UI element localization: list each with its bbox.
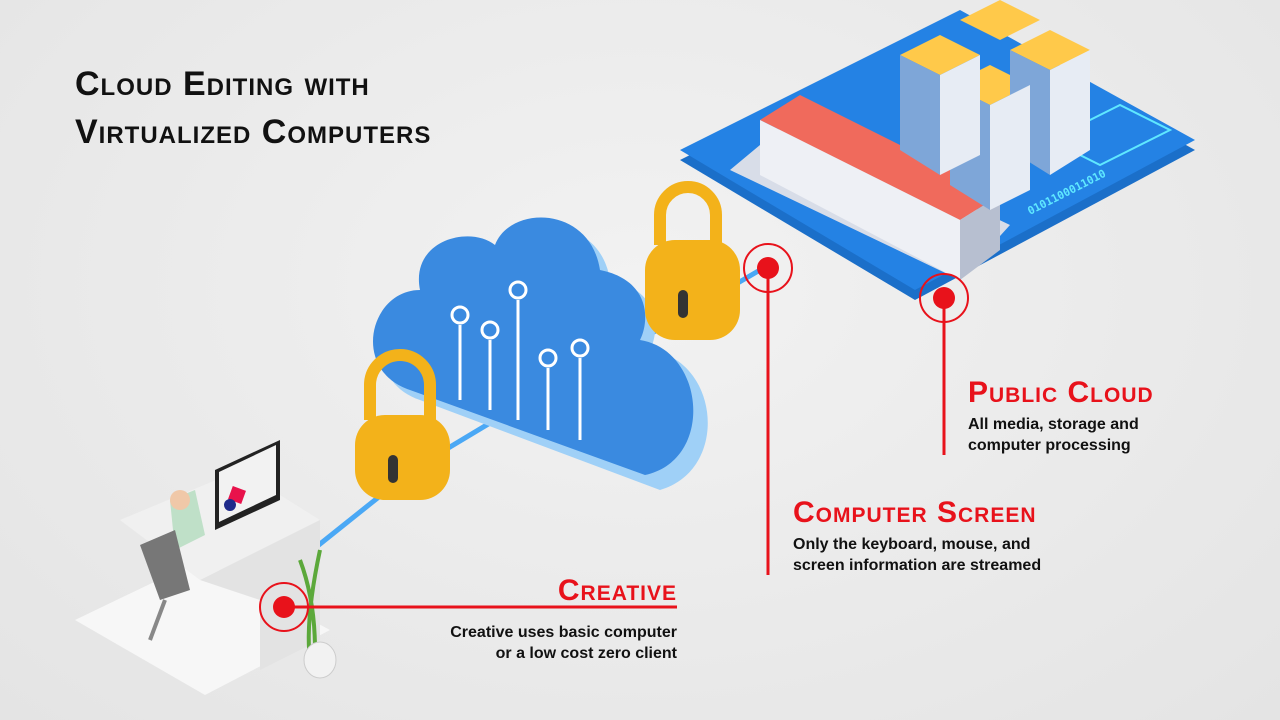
public-cloud-label: Public Cloud All media, storage and comp… xyxy=(968,376,1154,456)
lock-icon xyxy=(355,349,450,500)
cloud-illustration xyxy=(372,217,708,490)
creative-desc-2: or a low cost zero client xyxy=(495,645,677,662)
datacenter-illustration: 0101100011010 xyxy=(680,0,1195,300)
creative-heading: Creative xyxy=(557,574,677,607)
creative-desc-1: Creative uses basic computer xyxy=(450,624,677,641)
creative-workstation-illustration xyxy=(75,440,337,695)
page-title: Cloud Editing with Virtualized Computers xyxy=(75,60,431,156)
callout-markers xyxy=(259,243,969,632)
computer-screen-desc-1: Only the keyboard, mouse, and xyxy=(793,536,1031,553)
title-line-2: Virtualized Computers xyxy=(75,113,432,151)
title-line-1: Cloud Editing with xyxy=(75,65,370,103)
public-cloud-heading: Public Cloud xyxy=(968,376,1154,409)
computer-screen-desc-2: screen information are streamed xyxy=(793,557,1042,574)
lock-icon xyxy=(645,181,740,340)
computer-screen-heading: Computer Screen xyxy=(793,496,1037,529)
computer-screen-label: Computer Screen Only the keyboard, mouse… xyxy=(793,496,1041,576)
public-cloud-desc-2: computer processing xyxy=(968,437,1131,454)
creative-label: Creative Creative uses basic computer or… xyxy=(380,574,677,664)
public-cloud-desc-1: All media, storage and xyxy=(968,416,1139,433)
